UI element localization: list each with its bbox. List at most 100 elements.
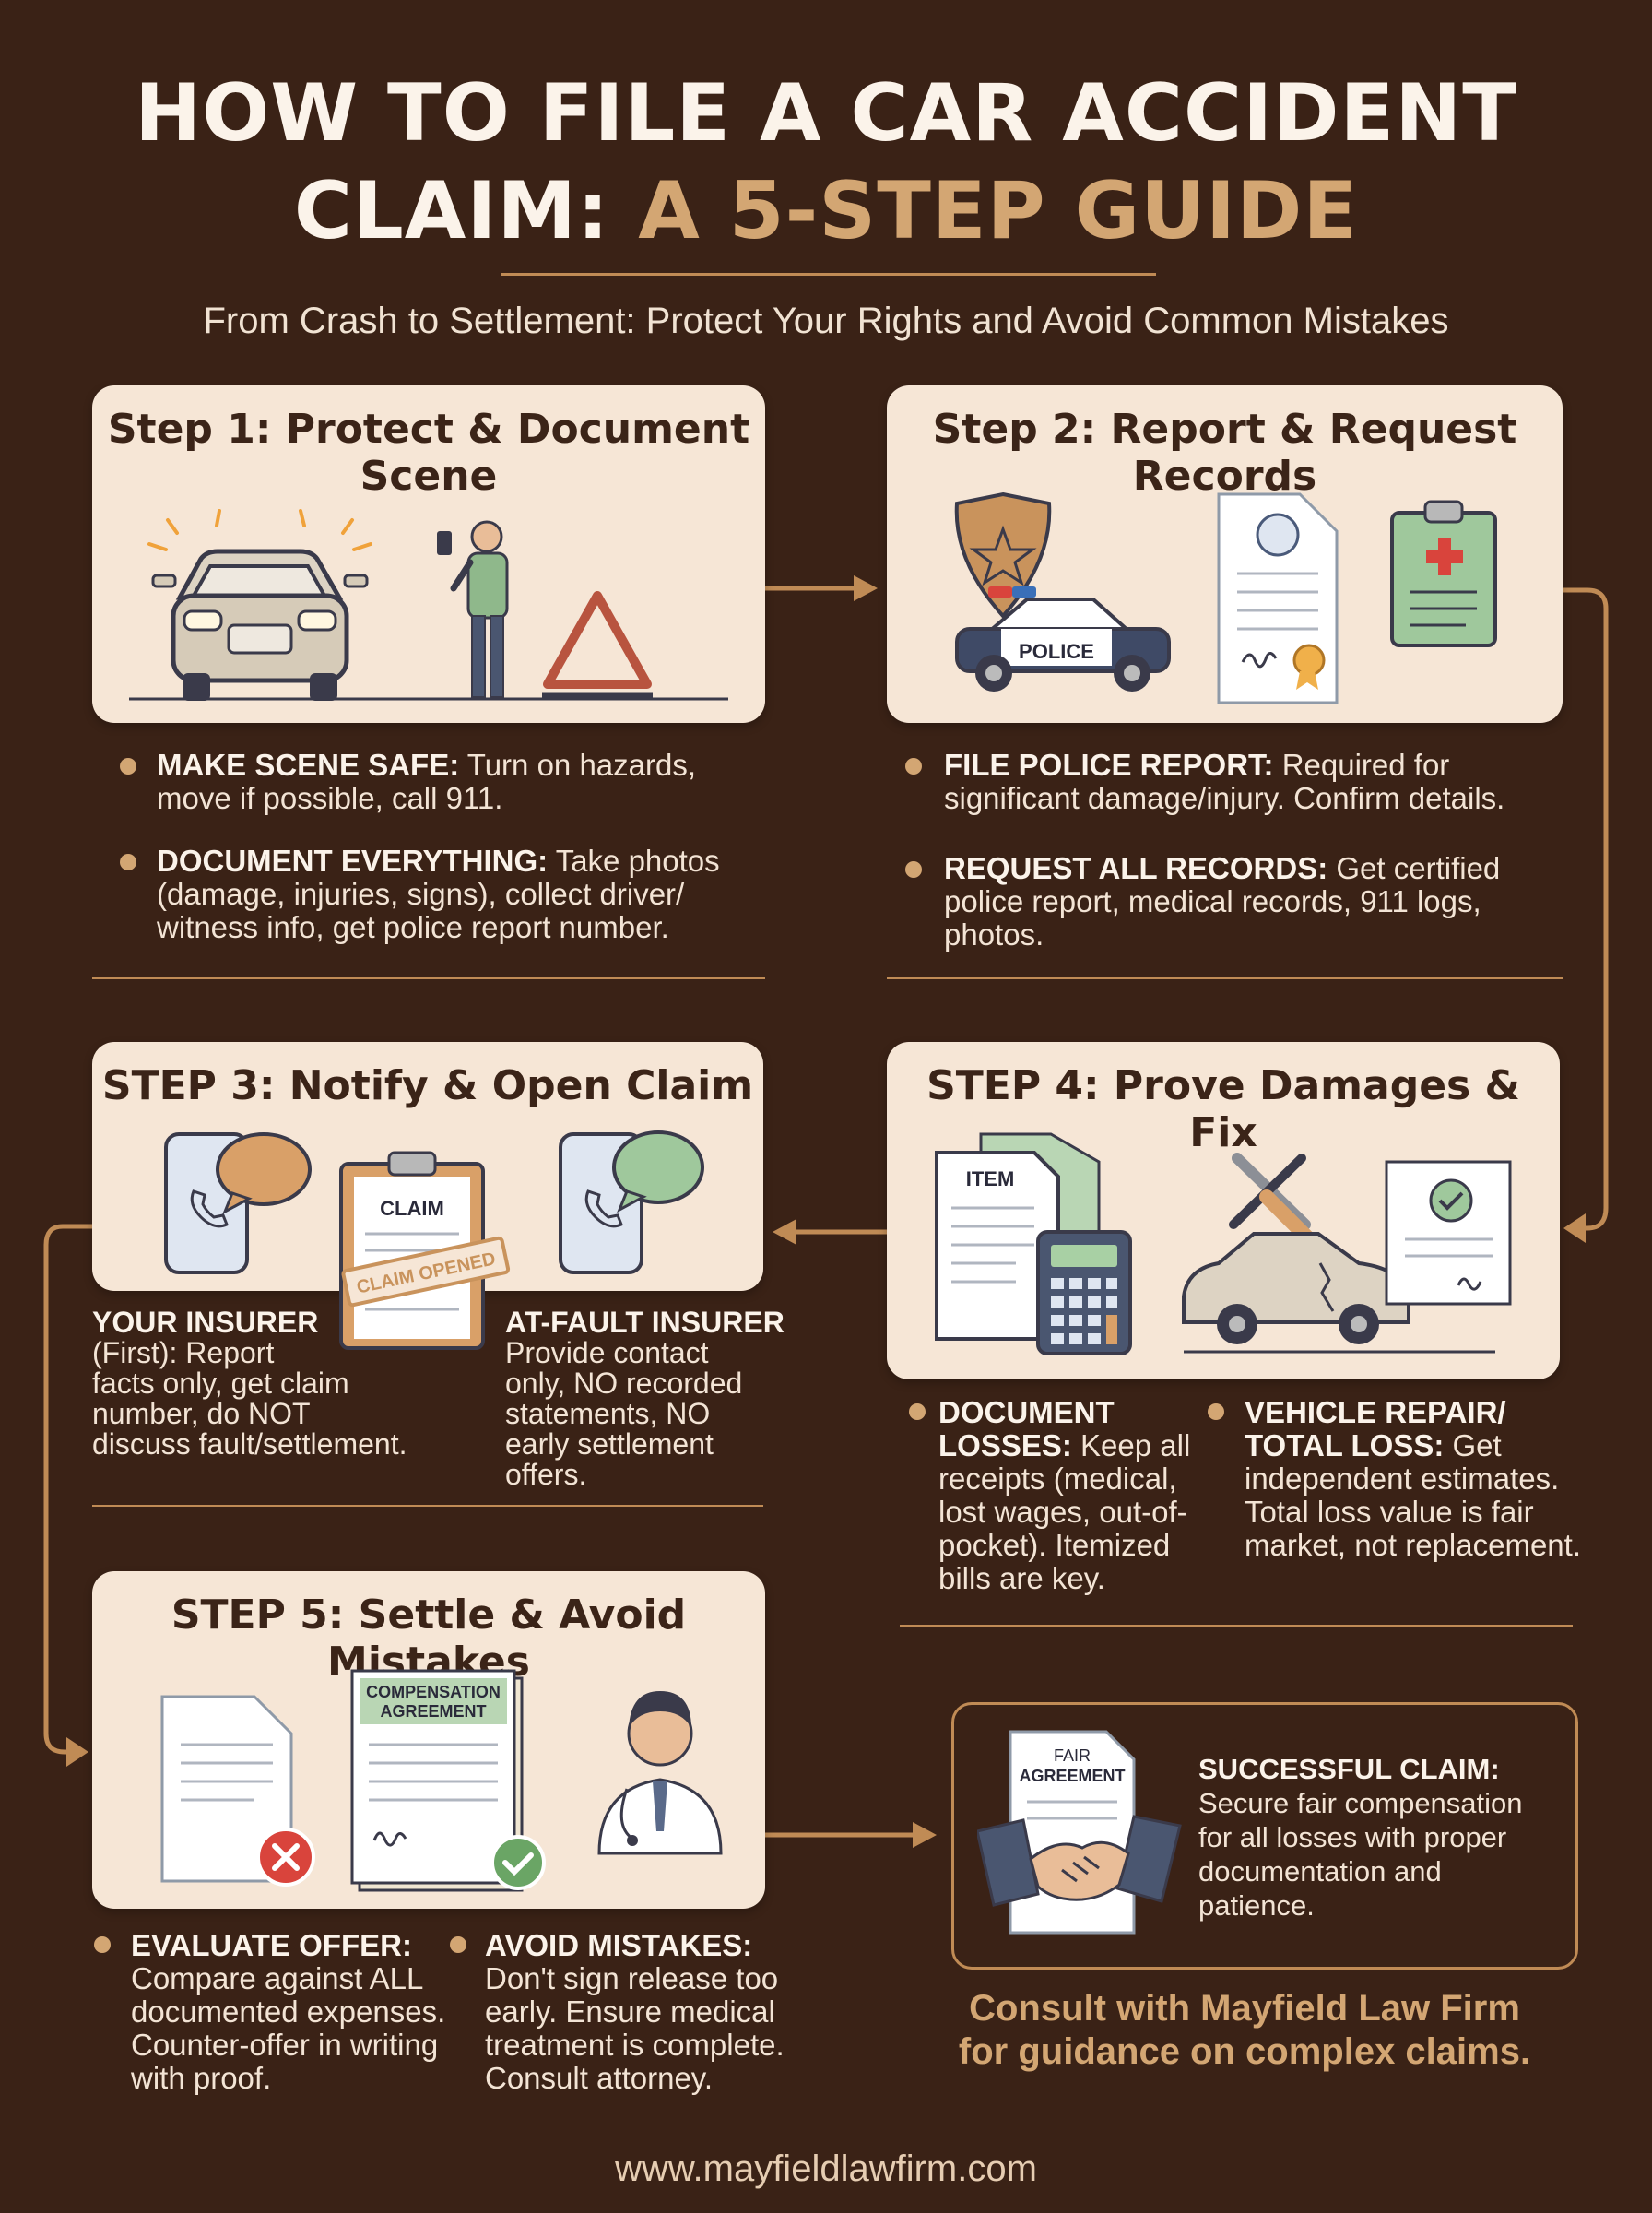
text-line: Secure fair compensation — [1198, 1787, 1523, 1819]
step5-card: STEP 5: Settle & Avoid Mistakes COMPENSA… — [92, 1571, 765, 1909]
text-line: facts only, get claim — [92, 1367, 349, 1400]
step1-bullet-2: DOCUMENT EVERYTHING: Take photos (damage… — [157, 845, 720, 944]
successful-claim-box — [951, 1702, 1578, 1970]
step4-bullet-right: VEHICLE REPAIR/ TOTAL LOSS: Get independ… — [1245, 1396, 1581, 1562]
doc-label-line2: AGREEMENT — [380, 1702, 486, 1721]
doctor-icon — [597, 1691, 723, 1855]
damaged-car-icon — [1182, 1232, 1410, 1344]
bullet-text: (damage, injuries, signs), collect drive… — [157, 877, 685, 911]
arrowhead-5 — [913, 1822, 937, 1848]
text-line: with proof. — [131, 2061, 272, 2095]
step5-bullet-left: EVALUATE OFFER: Compare against ALL docu… — [131, 1929, 445, 2095]
step5-bullet-right: AVOID MISTAKES: Don't sign release too e… — [485, 1929, 785, 2095]
bullet-head: VEHICLE REPAIR/ — [1245, 1395, 1506, 1429]
claim-clipboard-icon: CLAIM CLAIM OPENED — [339, 1151, 511, 1350]
text-line: Counter-offer in writing — [131, 2028, 439, 2062]
text-line: treatment is complete. — [485, 2028, 785, 2062]
step5-illustration: COMPENSATION AGREEMENT — [160, 1669, 723, 1892]
step1-title: Step 1: Protect & Document Scene — [107, 406, 750, 500]
bullet-text: Get — [1444, 1428, 1502, 1462]
phone-speech-left-icon — [164, 1132, 312, 1274]
text-line: Compare against ALL — [131, 1961, 424, 1995]
doc-label-line1: COMPENSATION — [366, 1683, 501, 1701]
text-line: discuss fault/settlement. — [92, 1427, 407, 1461]
step2-illustration: POLICE — [954, 491, 1497, 704]
title-divider — [502, 273, 1156, 276]
handshake-icon — [977, 1815, 1182, 1907]
police-label: POLICE — [1019, 640, 1094, 663]
text-line: Provide contact — [505, 1336, 709, 1369]
text-line: early. Ensure medical — [485, 1994, 775, 2029]
title-line-2: CLAIM: A 5-STEP GUIDE — [0, 162, 1652, 260]
text-line: documentation and — [1198, 1855, 1442, 1888]
fair-label-line2: AGREEMENT — [1019, 1767, 1125, 1785]
text-line: pocket). Itemized — [938, 1528, 1171, 1562]
step4-title: STEP 4: Prove Damages & Fix — [926, 1062, 1520, 1156]
text-line: lost wages, out-of- — [938, 1495, 1187, 1529]
bullet-dot — [120, 758, 136, 775]
bullet-head: MAKE SCENE SAFE: — [157, 748, 460, 782]
bullet-head: LOSSES: — [938, 1428, 1072, 1462]
bullet-head: EVALUATE OFFER: — [131, 1928, 412, 1962]
bullet-dot — [905, 861, 922, 878]
divider — [92, 1505, 763, 1507]
bullet-head: DOCUMENT — [938, 1395, 1115, 1429]
rejected-document-icon — [160, 1695, 315, 1887]
step2-bullet-2: REQUEST ALL RECORDS: Get certified polic… — [944, 852, 1500, 952]
calculator-icon — [1036, 1230, 1132, 1355]
step4-illustration: ITEM — [935, 1132, 1512, 1355]
step1-bullet-1: MAKE SCENE SAFE: Turn on hazards, move i… — [157, 749, 696, 815]
approved-estimate-icon — [1385, 1160, 1512, 1306]
police-car-icon: POLICE — [955, 586, 1171, 692]
bullet-head: TOTAL LOSS: — [1245, 1428, 1445, 1462]
bullet-text: Get certified — [1328, 851, 1501, 885]
text-line: independent estimates. — [1245, 1462, 1560, 1496]
bullet-dot — [905, 758, 922, 775]
bullet-head: FILE POLICE REPORT: — [944, 748, 1274, 782]
bullet-dot — [94, 1936, 111, 1953]
text-line: early settlement — [505, 1427, 714, 1461]
car-front-icon — [148, 509, 372, 701]
text-line: receipts (medical, — [938, 1462, 1177, 1496]
bullet-text: Required for — [1273, 748, 1450, 782]
bullet-dot — [1208, 1403, 1224, 1420]
item-label: ITEM — [966, 1167, 1015, 1190]
step4-bullet-left: DOCUMENT LOSSES: Keep all receipts (medi… — [938, 1396, 1190, 1595]
bullet-text: Turn on hazards, — [459, 748, 697, 782]
arrow-step3-to-step5 — [43, 1224, 95, 1755]
warning-triangle-icon — [542, 591, 653, 698]
arrowhead-1 — [854, 575, 878, 601]
consult-line-1: Consult with Mayfield Law Firm — [969, 1988, 1520, 2029]
your-insurer-text: YOUR INSURER (First): Report facts only,… — [92, 1308, 407, 1460]
bullet-text: witness info, get police report number. — [157, 910, 669, 944]
person-with-phone-icon — [437, 520, 509, 698]
consult-line-2: for guidance on complex claims. — [958, 2031, 1531, 2072]
divider — [900, 1625, 1573, 1627]
text-line: only, NO recorded — [505, 1367, 743, 1400]
fair-label-line1: FAIR — [1054, 1746, 1091, 1765]
text-line: statements, NO — [505, 1397, 711, 1430]
website-link[interactable]: www.mayfieldlawfirm.com — [615, 2148, 1037, 2189]
bullet-text: move if possible, call 911. — [157, 781, 503, 815]
bullet-dot — [909, 1403, 926, 1420]
title-highlight: A 5-STEP GUIDE — [638, 165, 1359, 257]
your-insurer-head: YOUR INSURER — [92, 1306, 319, 1339]
text-line: market, not replacement. — [1245, 1528, 1581, 1562]
claim-label: CLAIM — [380, 1197, 444, 1220]
bullet-dot — [450, 1936, 466, 1953]
at-fault-insurer-head: AT-FAULT INSURER — [505, 1306, 785, 1339]
successful-claim-head: SUCCESSFUL CLAIM: — [1198, 1753, 1500, 1785]
arrowhead-2 — [1564, 1213, 1586, 1243]
step3-title: STEP 3: Notify & Open Claim — [101, 1062, 754, 1109]
step4-card: STEP 4: Prove Damages & Fix ITEM — [887, 1042, 1560, 1379]
text-line: for all losses with proper — [1198, 1821, 1507, 1853]
arrowhead-3 — [773, 1219, 796, 1245]
text-line: bills are key. — [938, 1561, 1105, 1595]
step2-title: Step 2: Report & Request Records — [932, 406, 1517, 500]
divider — [887, 977, 1563, 979]
divider — [92, 977, 765, 979]
bullet-text: Take photos — [548, 844, 720, 878]
bullet-dot — [120, 854, 136, 870]
text-line: patience. — [1198, 1889, 1315, 1922]
